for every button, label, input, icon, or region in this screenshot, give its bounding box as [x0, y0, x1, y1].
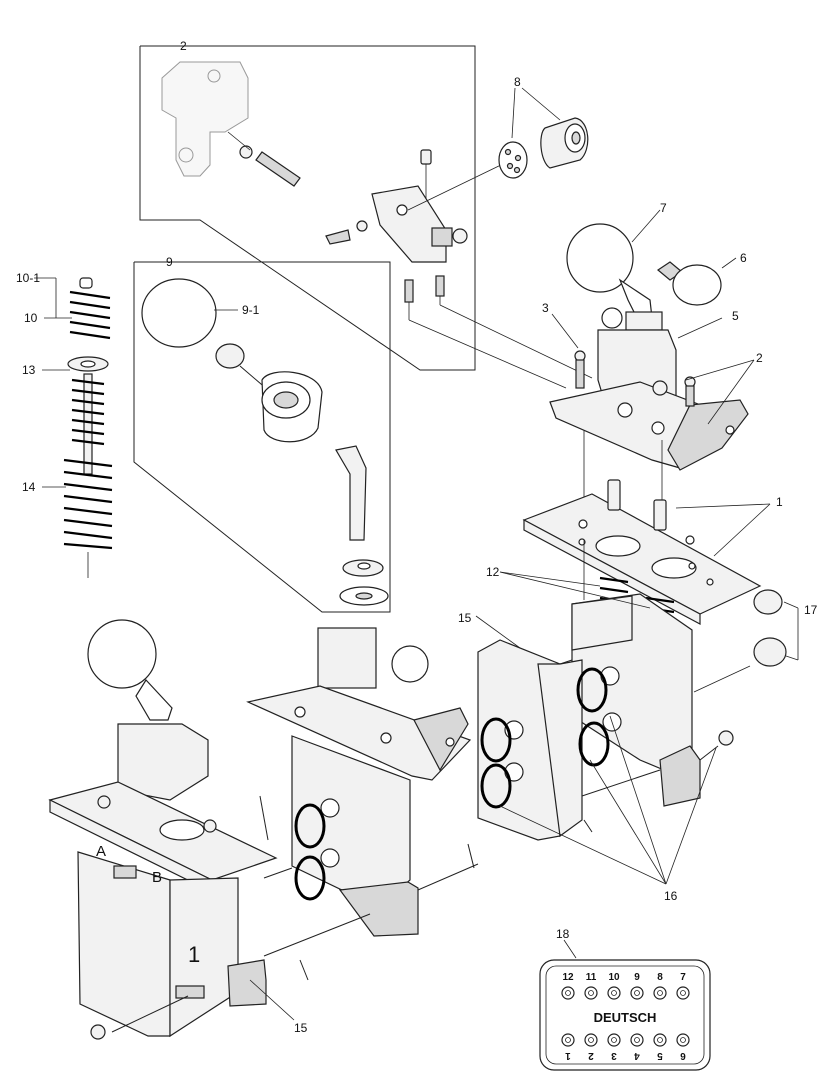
connector-pin-label: 9 — [634, 972, 640, 983]
connector-pin — [584, 986, 598, 1000]
connector-pin — [561, 986, 575, 1000]
connector-pin — [676, 1033, 690, 1047]
connector-pin-label: 4 — [634, 1050, 640, 1061]
connector-label: DEUTSCH — [594, 1010, 657, 1025]
o-rings-16 — [294, 667, 610, 901]
callout-8: 8 — [514, 75, 521, 89]
callout-14: 14 — [22, 480, 36, 494]
connector-pin-label: 3 — [611, 1050, 617, 1061]
connector-pin-hole — [565, 1037, 571, 1043]
connector-pin-label: 12 — [562, 972, 574, 983]
connector-pin-label: 1 — [565, 1050, 571, 1061]
callout-10-1: 10-1 — [16, 271, 40, 285]
connector-pin — [676, 986, 690, 1000]
callout-9-1: 9-1 — [242, 303, 260, 317]
connector-pin — [607, 986, 621, 1000]
connector-pin-hole — [657, 1037, 663, 1043]
connector-top-row: 12 11 10 9 8 7 — [561, 972, 690, 1000]
connector-pin-hole — [588, 990, 594, 996]
callout-3: 3 — [542, 301, 549, 315]
callout-13: 13 — [22, 363, 36, 377]
connector-pin — [653, 1033, 667, 1047]
valve-assembly-top-right — [549, 223, 749, 540]
connector-pin-label: 5 — [657, 1050, 663, 1061]
callout-1: 1 — [776, 495, 783, 509]
connector-pin-hole — [611, 1037, 617, 1043]
callout-17: 17 — [804, 603, 818, 617]
callout-2-top: 2 — [180, 39, 187, 53]
port-a-marking: A — [96, 843, 106, 860]
connector-pin-hole — [634, 1037, 640, 1043]
connector-pin-hole — [680, 990, 686, 996]
tie-rods — [111, 659, 734, 1033]
connector-pin — [607, 1033, 621, 1047]
spring-stack-left — [63, 277, 113, 578]
body-markings: A B 1 — [96, 843, 200, 967]
callout-6: 6 — [740, 251, 747, 265]
connector-pin-label: 10 — [608, 972, 620, 983]
connector-pin-label: 7 — [680, 972, 686, 983]
connector-pin-hole — [680, 1037, 686, 1043]
connector-pin-hole — [611, 990, 617, 996]
top-plate-1 — [522, 479, 762, 626]
connector-bottom-row: 1 2 3 4 5 6 — [561, 1033, 690, 1061]
callout-10: 10 — [24, 311, 38, 325]
callout-12: 12 — [486, 565, 500, 579]
callout-15-top: 15 — [458, 611, 472, 625]
callout-9: 9 — [166, 255, 173, 269]
connector-pin-label: 11 — [586, 972, 597, 983]
connector-pin-label: 2 — [588, 1050, 594, 1061]
valve-assembly-middle — [246, 627, 472, 937]
callout-7: 7 — [660, 201, 667, 215]
callout-5: 5 — [732, 309, 739, 323]
connector-pin — [630, 1033, 644, 1047]
connector-pin-hole — [657, 990, 663, 996]
connector-pin-hole — [634, 990, 640, 996]
connector-pin-label: 8 — [657, 972, 663, 983]
connector-pin — [584, 1033, 598, 1047]
valve-assembly-left — [48, 619, 278, 1040]
connector-pin — [630, 986, 644, 1000]
connector-pin — [561, 1033, 575, 1047]
spacer-plate-15 — [477, 639, 583, 841]
callout-16: 16 — [664, 889, 678, 903]
detail-box-9 — [133, 261, 391, 613]
connector-pin-hole — [588, 1037, 594, 1043]
callout-2-right: 2 — [756, 351, 763, 365]
leader-lines — [34, 45, 799, 1021]
callout-15-bottom: 15 — [294, 1021, 308, 1035]
callout-labels: 2 8 7 6 5 3 2 10-1 10 13 14 9 9-1 1 12 1… — [16, 39, 818, 1035]
detail-box-2 — [139, 45, 593, 389]
connector-pin-hole — [565, 990, 571, 996]
connector-pin-label: 6 — [680, 1050, 686, 1061]
port-b-marking: B — [152, 869, 162, 886]
section-1-marking: 1 — [188, 942, 200, 967]
connector-pin — [653, 986, 667, 1000]
callout-18: 18 — [556, 927, 570, 941]
